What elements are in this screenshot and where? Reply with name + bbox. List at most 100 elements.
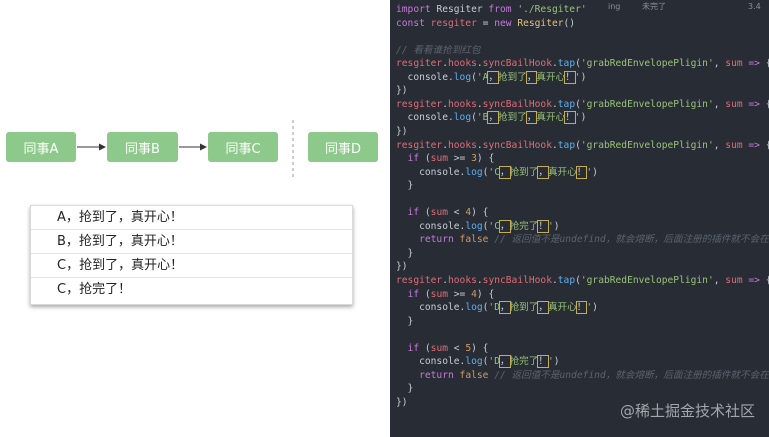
code-token: sum — [725, 58, 749, 70]
code-token: 'grabRedEnvelopePligin' — [580, 98, 714, 110]
code-token: ( — [575, 98, 581, 110]
code-token: './Resgiter' — [517, 4, 587, 15]
code-token: { — [766, 58, 769, 69]
code-token: ( — [575, 275, 581, 286]
code-token: ！ — [537, 219, 549, 233]
code-token: ) { — [476, 153, 495, 165]
code-token: 'grabRedEnvelopePligin' — [580, 139, 714, 151]
code-token: . — [442, 275, 448, 286]
code-token: ， — [525, 70, 538, 84]
code-token: >= — [453, 288, 472, 300]
code-token: , — [713, 98, 726, 110]
code-line: if (sum < 4) { — [396, 206, 489, 219]
code-token: tap — [557, 275, 576, 286]
flow-arrows — [77, 120, 294, 178]
code-token: tap — [557, 98, 576, 110]
code-token: }) — [396, 396, 408, 408]
code-token: false — [459, 369, 495, 381]
code-token: resgiter — [430, 17, 483, 29]
code-token: Resgiter — [436, 4, 489, 15]
code-line: resgiter.hooks.syncBailHook.tap('grabRed… — [396, 274, 769, 287]
code-token: { — [766, 275, 769, 286]
code-token: sum — [430, 207, 454, 219]
code-token: sum — [430, 288, 454, 300]
code-token: < — [453, 207, 466, 219]
code-token: ！ — [564, 70, 576, 84]
code-token: sum — [725, 139, 749, 151]
code-token: ， — [525, 111, 538, 125]
code-token: sum — [430, 342, 454, 354]
code-token: ( — [424, 207, 431, 219]
code-line: }) — [396, 125, 408, 138]
code-token: ， — [499, 301, 511, 315]
code-token — [396, 343, 408, 354]
code-token: log — [465, 356, 483, 368]
code-token: ！ — [575, 165, 588, 179]
code-editor[interactable]: ing 未完了 3.4 import Resgiter from './Resg… — [390, 0, 769, 437]
code-line: }) — [396, 260, 408, 273]
editor-tab-label: 3.4 — [748, 2, 761, 11]
output-row: A，抢到了，真开心！ — [31, 206, 352, 230]
code-line: resgiter.hooks.syncBailHook.tap('grabRed… — [396, 139, 769, 152]
code-token: ( — [482, 220, 489, 232]
code-token: 抢完了 — [509, 356, 539, 368]
code-token: }) — [396, 85, 408, 97]
code-token: }) — [396, 261, 408, 273]
output-row: C，抢完了！ — [57, 282, 132, 297]
code-token: hooks — [448, 58, 477, 70]
code-token: >= — [453, 153, 472, 165]
code-token: log — [453, 71, 472, 83]
code-token: 抢到了 — [498, 71, 527, 83]
code-token: . — [551, 58, 558, 70]
code-token: console. — [396, 112, 454, 124]
code-token: . — [551, 98, 558, 110]
code-token: ， — [499, 165, 511, 179]
code-token: 真开心 — [536, 71, 566, 83]
code-token: . — [476, 139, 483, 151]
code-token: 3 — [471, 153, 477, 165]
code-token: ( — [471, 112, 477, 124]
code-token: // 返回值不是undefind，就会熔断，后面注册的插件就不会在执行 — [494, 369, 769, 381]
code-token: 'C — [488, 166, 500, 178]
code-token: if — [407, 288, 425, 300]
code-token: hooks — [448, 139, 477, 151]
code-token: ， — [499, 355, 511, 369]
code-token: ) — [553, 356, 560, 368]
code-token: ' — [586, 302, 593, 314]
code-token: syncBailHook — [482, 139, 552, 151]
code-token: ) — [592, 166, 598, 178]
code-token: () — [563, 17, 576, 29]
code-line: } — [396, 315, 414, 328]
code-token: ！ — [537, 355, 549, 369]
code-token: 抢到了 — [498, 112, 527, 124]
code-line: console.log('D，抢完了！') — [396, 355, 560, 369]
code-token: ' — [574, 112, 581, 124]
code-token: // 返回值不是undefind，就会熔断，后面注册的插件就不会在执行 — [494, 234, 769, 246]
code-token — [396, 153, 408, 164]
editor-tab-label[interactable]: 未完了 — [642, 2, 666, 11]
code-line: const resgiter = new Resgiter() — [396, 17, 575, 30]
code-token: }) — [396, 125, 408, 137]
code-token: 'C — [488, 220, 500, 232]
code-token: ) { — [471, 207, 489, 219]
code-token: ( — [482, 166, 489, 178]
code-line: console.log('C，抢到了，真开心！') — [396, 165, 598, 179]
code-token: . — [442, 139, 448, 151]
code-line: } — [396, 382, 414, 395]
code-token: console. — [396, 302, 466, 314]
editor-tab-label[interactable]: ing — [608, 2, 621, 11]
code-line: } — [396, 247, 414, 260]
code-token: 'grabRedEnvelopePligin' — [580, 275, 714, 286]
code-token: hooks — [448, 275, 477, 286]
code-line: resgiter.hooks.syncBailHook.tap('grabRed… — [396, 57, 769, 70]
code-token: log — [465, 302, 483, 314]
code-token: , — [713, 58, 726, 70]
code-token: 抢到了 — [509, 302, 539, 314]
code-token: } — [396, 247, 414, 259]
code-token: . — [476, 98, 483, 110]
code-token: resgiter — [396, 275, 443, 286]
code-token: , — [713, 275, 726, 286]
code-token: 4 — [465, 207, 472, 219]
code-line: if (sum >= 3) { — [396, 152, 495, 165]
watermark: @稀土掘金技术社区 — [619, 402, 755, 420]
